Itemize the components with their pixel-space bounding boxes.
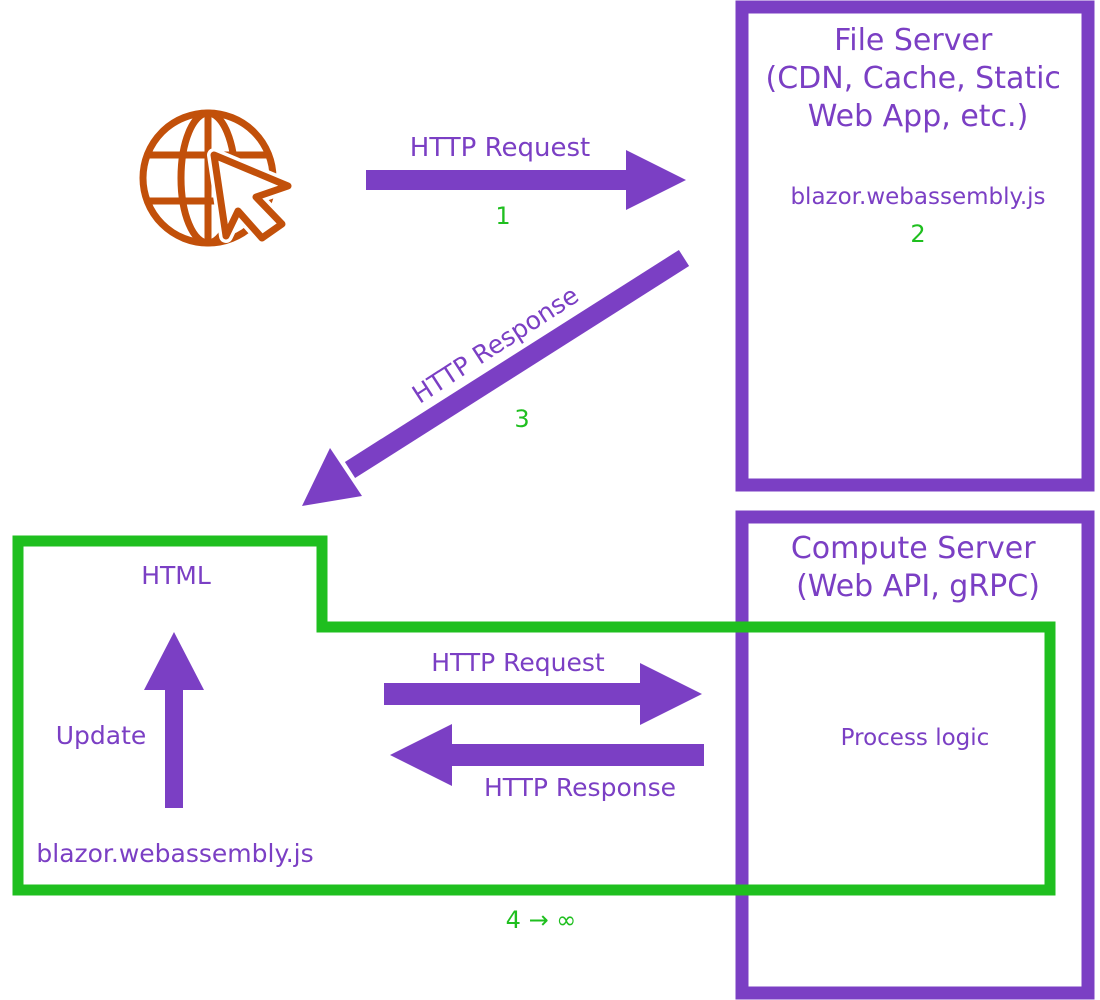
file-server-file: blazor.webassembly.js [790,184,1045,210]
response-arrow-3 [302,249,690,506]
compute-server-title-line-2: (Web API, gRPC) [796,569,1040,604]
step-3-label: 3 [514,405,529,433]
loop-response-label: HTTP Response [484,773,676,802]
step-1-label: 1 [495,202,510,230]
request-arrow-1 [366,150,686,210]
step-2-label: 2 [910,220,925,248]
loop-response-arrow [390,724,704,786]
update-arrow [144,632,204,808]
request-1-label: HTTP Request [410,133,590,163]
update-label: Update [56,721,147,750]
compute-server-box [735,510,1095,1000]
file-server-title-line-1: File Server [834,23,993,58]
file-server-title-line-3: Web App, etc.) [808,99,1029,134]
file-server-box [735,0,1095,492]
globe-cursor-icon [139,109,295,247]
client-script-label: blazor.webassembly.js [36,839,313,868]
compute-server-title-line-1: Compute Server [791,531,1036,566]
compute-server-title: Compute Server (Web API, gRPC) [791,531,1045,604]
loop-request-label: HTTP Request [431,648,605,677]
step-4-loop-label: 4 → ∞ [506,906,577,934]
process-logic-label: Process logic [841,725,990,751]
file-server-title: File Server (CDN, Cache, Static Web App,… [766,23,1071,134]
loop-request-arrow [384,663,702,725]
client-app-boundary [12,535,1056,896]
file-server-title-line-2: (CDN, Cache, Static [766,61,1061,96]
html-label: HTML [141,561,211,590]
